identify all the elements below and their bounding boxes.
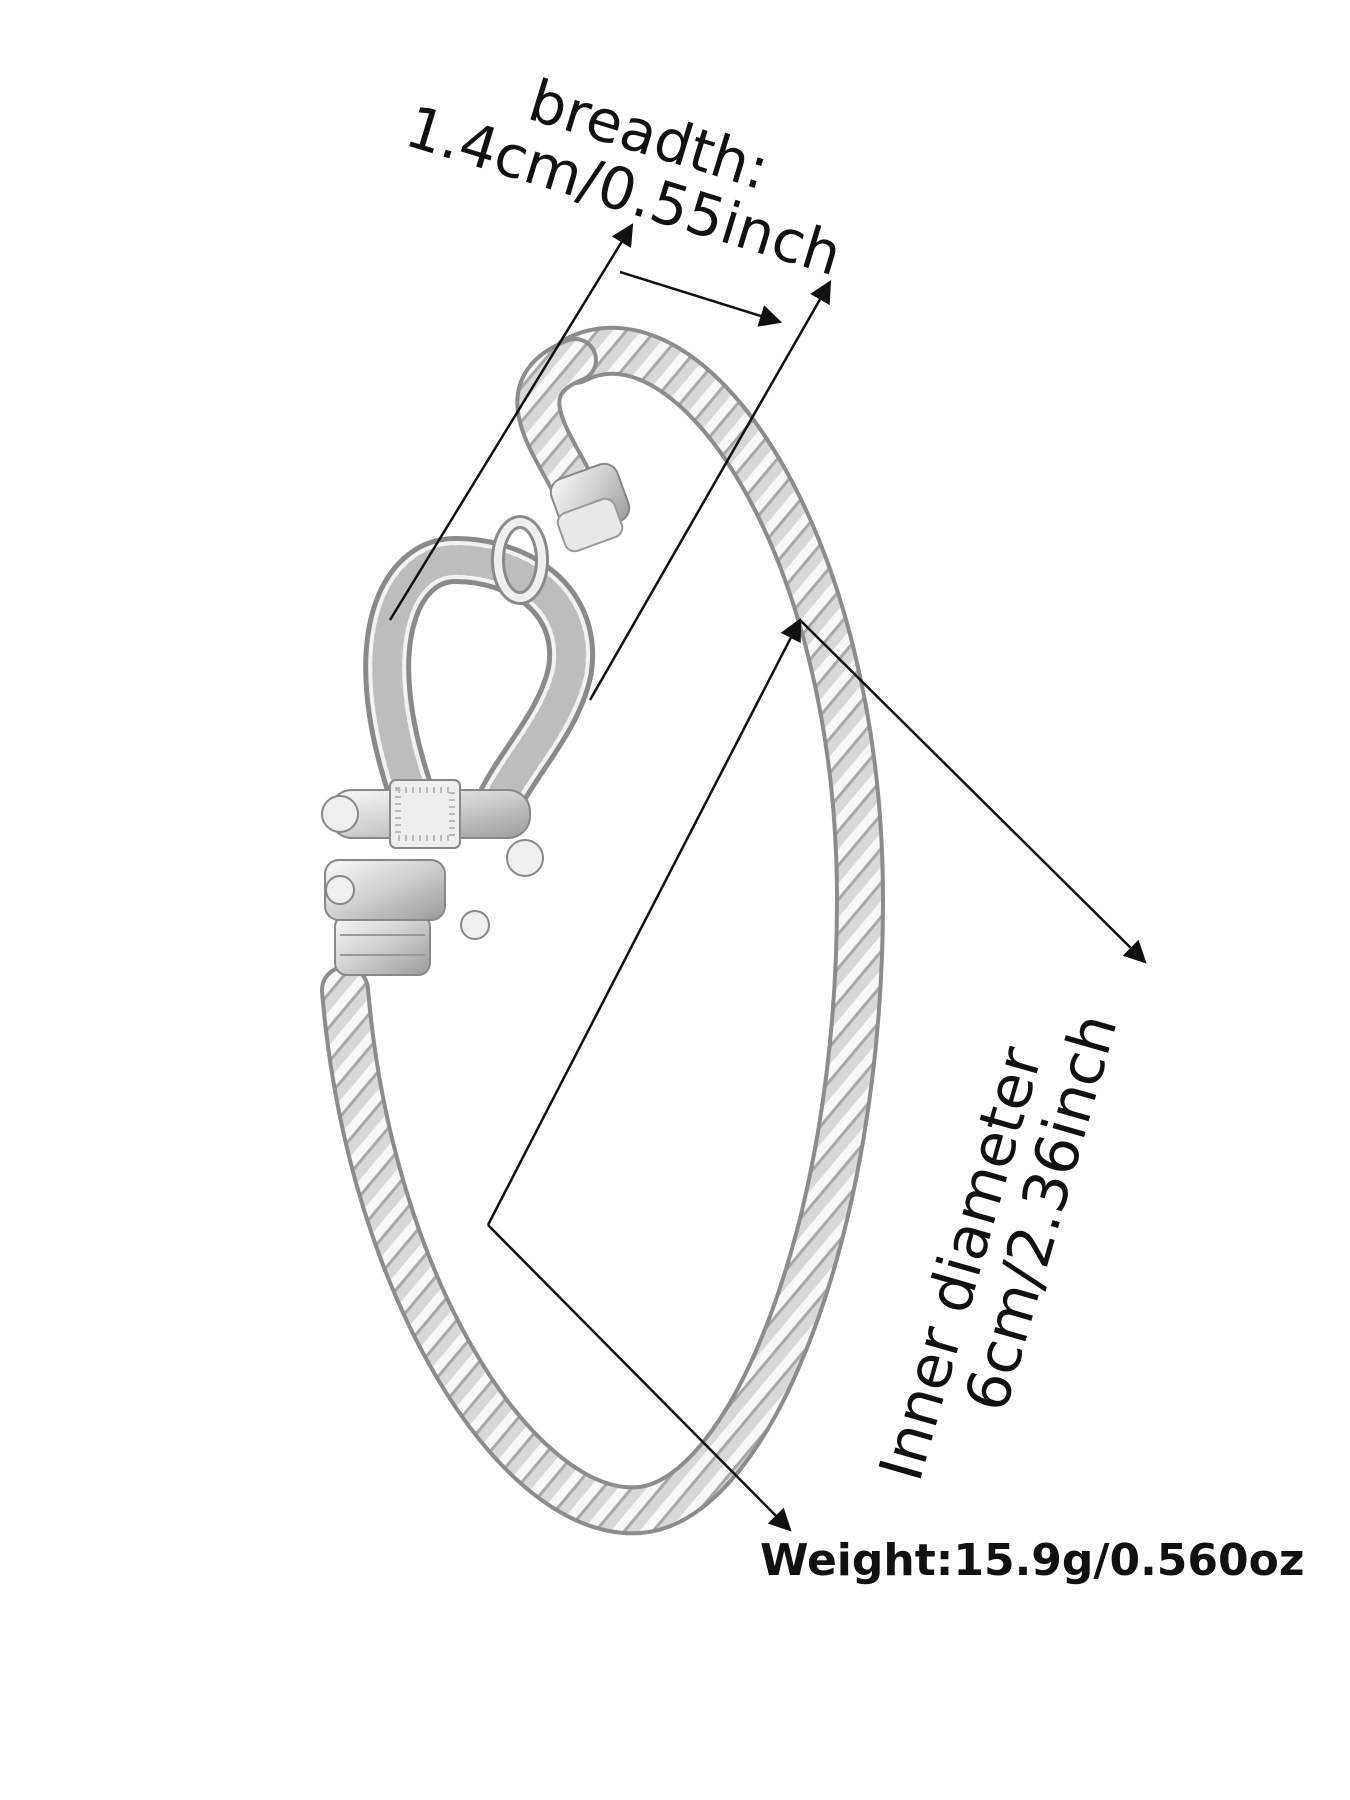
horseshoe-buckle [321, 515, 596, 877]
bangle-end-cap-top [549, 462, 631, 553]
inner-diameter-dimension [486, 618, 1147, 1532]
bangle-end-cap-bottom [324, 859, 490, 976]
weight-label: Weight:15.9g/0.560oz [760, 1535, 1305, 1586]
breadth-dimension [388, 223, 832, 701]
bangle-cable [320, 325, 886, 1536]
